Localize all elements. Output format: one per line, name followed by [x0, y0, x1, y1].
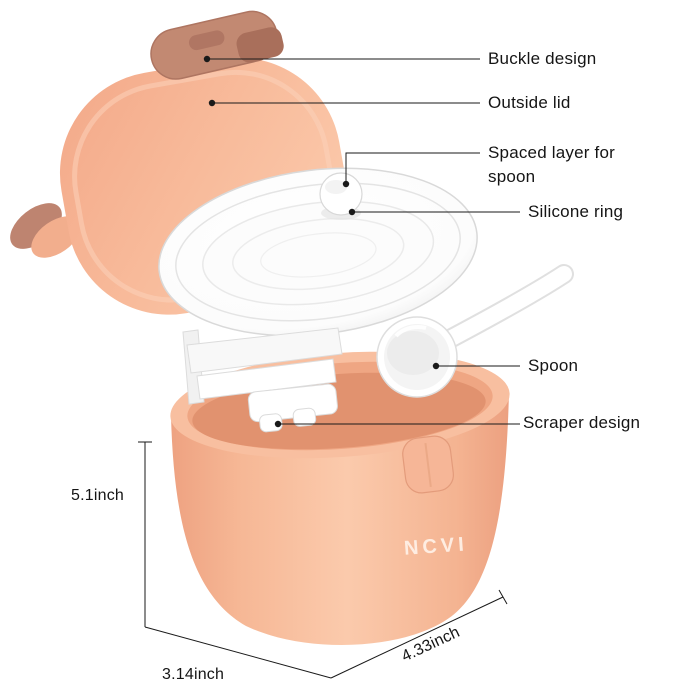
- annotation-spaced-layer-label: Spaced layer for spoon: [488, 143, 615, 186]
- dim-depth-line: [144, 626, 332, 679]
- buckle: [150, 10, 284, 80]
- leader-spoon: [432, 362, 520, 370]
- brand-logo: NCVI: [403, 533, 468, 559]
- dimension-height-label: 5.1inch: [71, 487, 124, 504]
- annotation-leaders: [203, 55, 520, 428]
- leader-silicone-ring: [348, 208, 520, 216]
- dimension-lines: [138, 441, 508, 679]
- annotation-buckle-label: Buckle design: [488, 49, 597, 68]
- leader-outside-lid: [208, 99, 480, 107]
- leader-scraper: [274, 420, 520, 428]
- front-latch: [402, 435, 455, 494]
- annotation-scraper-label: Scraper design: [523, 413, 641, 432]
- annotation-outside-lid-label: Outside lid: [488, 93, 571, 112]
- silicone-ring: [158, 167, 478, 337]
- lid-knob: [319, 172, 363, 220]
- leader-spaced-layer: [342, 152, 480, 188]
- scraper: [247, 383, 338, 433]
- dim-width-line: [330, 596, 504, 679]
- spoon: [376, 264, 574, 398]
- annotation-spoon-label: Spoon: [528, 356, 579, 375]
- leader-buckle: [203, 55, 480, 63]
- dim-width-tick: [498, 589, 508, 605]
- hinge-arms: [182, 327, 343, 405]
- annotation-silicone-ring-label: Silicone ring: [528, 202, 624, 221]
- dimension-depth-label: 3.14inch: [162, 666, 225, 679]
